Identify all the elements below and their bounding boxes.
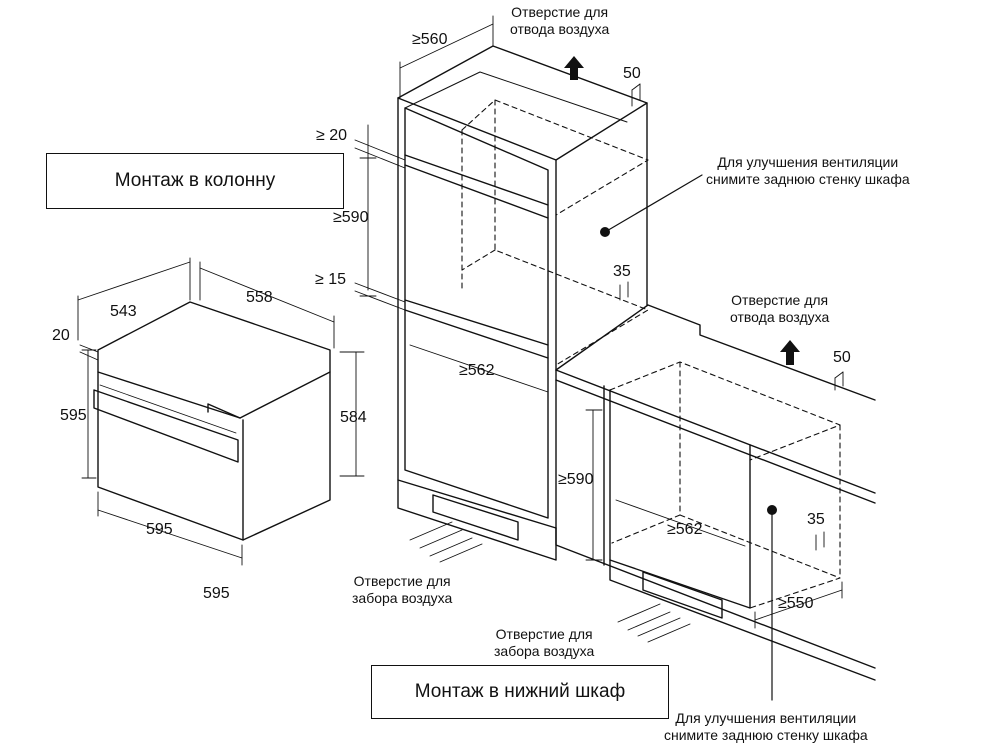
dim-under-counter-back-gap: 35 (807, 511, 825, 528)
dim-under-counter-niche-height: ≥590 (558, 471, 594, 488)
dim-column-niche-height: ≥590 (333, 209, 369, 226)
dim-column-depth: ≥560 (412, 31, 448, 48)
dim-oven-front-depth: 20 (52, 327, 70, 344)
oven-dimension-lines (77, 257, 365, 566)
dim-column-vent-gap: 50 (623, 65, 641, 82)
oven-drawing (93, 301, 331, 541)
dim-column-top-gap: ≥ 20 (316, 127, 348, 144)
intake-hatching-left (409, 521, 483, 563)
title-column-mounting: Монтаж в колонну (46, 153, 344, 209)
under-counter-dimension-lines (585, 371, 844, 629)
dim-oven-height-side: 584 (340, 409, 367, 426)
column-dashed-back (461, 99, 649, 366)
ventilation-dot-top (600, 227, 610, 237)
dim-under-counter-vent-gap: 50 (833, 349, 851, 366)
column-dimension-lines (354, 15, 641, 393)
ventilation-pointer-top (604, 174, 703, 233)
dim-under-counter-niche-width: ≥562 (667, 521, 703, 538)
title-under-counter-mounting: Монтаж в нижний шкаф (371, 665, 669, 719)
dim-oven-height-front: 595 (60, 407, 87, 424)
ventilation-dot-bottom (767, 505, 777, 515)
dim-column-niche-width: ≥562 (459, 362, 495, 379)
dim-column-back-gap: 35 (613, 263, 631, 280)
dim-under-counter-depth: ≥550 (778, 595, 814, 612)
intake-hatching-middle (617, 603, 691, 643)
under-counter-dashed-back (609, 361, 841, 609)
dim-oven-width-floor: 595 (203, 585, 230, 602)
under-counter-cabinet (555, 304, 876, 681)
exhaust-arrow-right-icon (780, 340, 800, 365)
dim-column-bottom-gap: ≥ 15 (315, 271, 347, 288)
dim-oven-width-top: 558 (246, 289, 273, 306)
dim-oven-depth: 543 (110, 303, 137, 320)
dim-oven-width-bottom: 595 (146, 521, 173, 538)
exhaust-arrow-top-icon (564, 56, 584, 80)
